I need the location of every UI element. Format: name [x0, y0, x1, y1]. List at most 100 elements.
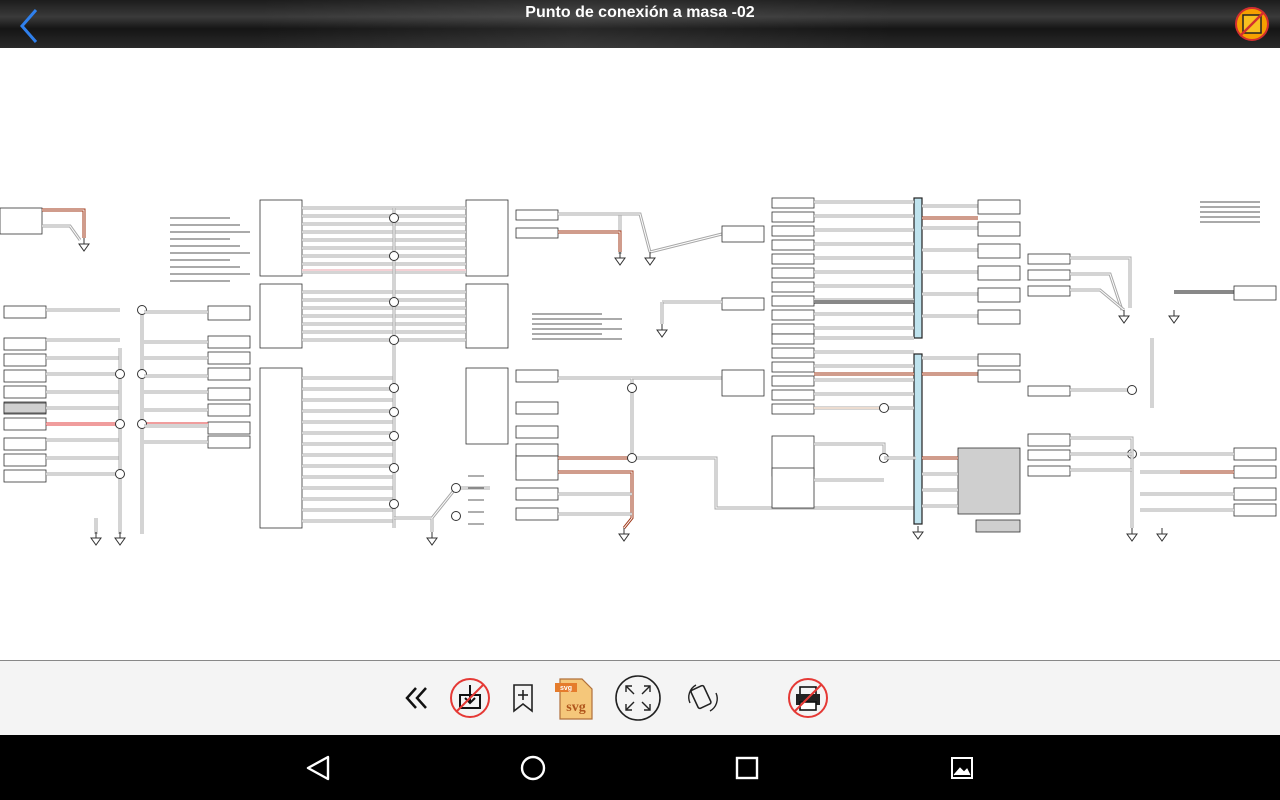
wire-core	[558, 471, 633, 529]
component-box	[721, 369, 765, 397]
component-box	[515, 209, 559, 221]
nav-recents-button[interactable]	[727, 751, 767, 785]
component-box	[1233, 465, 1277, 479]
component-box	[207, 435, 251, 449]
rotate-icon	[688, 684, 718, 712]
app-logo[interactable]	[1234, 6, 1270, 42]
component-box	[771, 467, 815, 509]
component-box	[977, 199, 1021, 215]
component-box	[771, 267, 815, 279]
ground-symbol	[1156, 533, 1168, 542]
svg-export-button[interactable]: svg svg	[550, 673, 600, 723]
wire-core	[42, 225, 81, 241]
wire-core	[632, 457, 916, 509]
splice-node	[627, 453, 637, 463]
component-box	[515, 507, 559, 521]
wire	[558, 376, 634, 458]
wiring-diagram-canvas[interactable]	[0, 48, 1280, 660]
wire-core	[814, 443, 885, 458]
component-box	[259, 367, 303, 529]
svg-badge-label: svg	[560, 685, 572, 692]
nav-home-button[interactable]	[513, 751, 553, 785]
nav-back-button[interactable]	[298, 751, 338, 785]
component-box	[3, 417, 47, 431]
download-disabled-button[interactable]	[445, 673, 495, 723]
ground-symbol	[90, 537, 102, 546]
collapse-button[interactable]	[392, 673, 442, 723]
component-box	[3, 353, 47, 367]
component-box	[3, 453, 47, 467]
double-chevron-left-icon	[405, 687, 427, 709]
wire	[1070, 272, 1124, 311]
component-box	[207, 305, 251, 321]
ground-symbol	[656, 329, 668, 338]
back-button[interactable]	[8, 6, 48, 46]
component-box	[721, 297, 765, 311]
component-box	[207, 387, 251, 401]
bookmark-add-button[interactable]	[498, 673, 548, 723]
component-box	[3, 385, 47, 399]
wire	[814, 442, 886, 458]
component-box	[977, 243, 1021, 259]
image-icon	[951, 757, 973, 779]
splice-node	[115, 469, 125, 479]
wire-core	[558, 213, 621, 254]
component-box	[515, 425, 559, 439]
component-box	[515, 455, 559, 481]
wire	[558, 212, 622, 254]
component-box	[515, 443, 559, 457]
wiring-diagram	[0, 197, 1277, 546]
component-box	[977, 287, 1021, 303]
component-box	[1233, 447, 1277, 461]
bus-bar	[913, 197, 923, 339]
circle-home-icon	[520, 755, 546, 781]
download-off-icon	[450, 678, 490, 718]
triangle-back-icon	[306, 755, 330, 781]
page-title: Punto de conexión a masa -02	[525, 4, 755, 21]
wire-core	[1070, 257, 1131, 308]
chevron-left-icon	[20, 9, 38, 43]
ground-symbol	[426, 537, 438, 546]
splice-node	[1127, 385, 1137, 395]
splice-node	[389, 335, 399, 345]
component-box	[515, 487, 559, 501]
ecu-block	[957, 447, 1021, 515]
component-box	[771, 309, 815, 321]
ground-symbol	[114, 537, 126, 546]
splice-node	[389, 499, 399, 509]
component-box	[771, 281, 815, 293]
component-box	[771, 211, 815, 223]
component-box	[515, 227, 559, 239]
wire-core	[42, 209, 85, 238]
component-box	[771, 403, 815, 415]
splice-node	[389, 431, 399, 441]
wire	[558, 470, 634, 529]
component-box	[1233, 285, 1277, 301]
rotate-button[interactable]	[678, 673, 728, 723]
system-navigation-bar	[0, 735, 1280, 800]
component-box	[207, 335, 251, 349]
bottom-toolbar: svg svg	[0, 660, 1280, 736]
wire-core	[1070, 273, 1123, 311]
splice-node	[389, 407, 399, 417]
wire-core	[431, 487, 490, 519]
nav-screenshot-button[interactable]	[942, 751, 982, 785]
print-disabled-button[interactable]	[783, 673, 833, 723]
fit-screen-button[interactable]	[613, 673, 663, 723]
component-box	[515, 369, 559, 383]
expand-arrows-icon	[615, 675, 661, 721]
ground-symbol	[1168, 315, 1180, 324]
app-header: Punto de conexión a masa -02	[0, 0, 1280, 48]
component-box	[771, 347, 815, 359]
component-box	[3, 437, 47, 451]
component-box	[207, 403, 251, 417]
component-box	[977, 309, 1021, 325]
wire	[42, 224, 82, 241]
bookmark-plus-icon	[513, 684, 533, 713]
wire-core	[649, 233, 723, 253]
component-box	[3, 402, 47, 414]
component-box	[207, 351, 251, 365]
component-box	[977, 265, 1021, 281]
square-recents-icon	[735, 756, 759, 780]
wire	[1070, 256, 1132, 308]
